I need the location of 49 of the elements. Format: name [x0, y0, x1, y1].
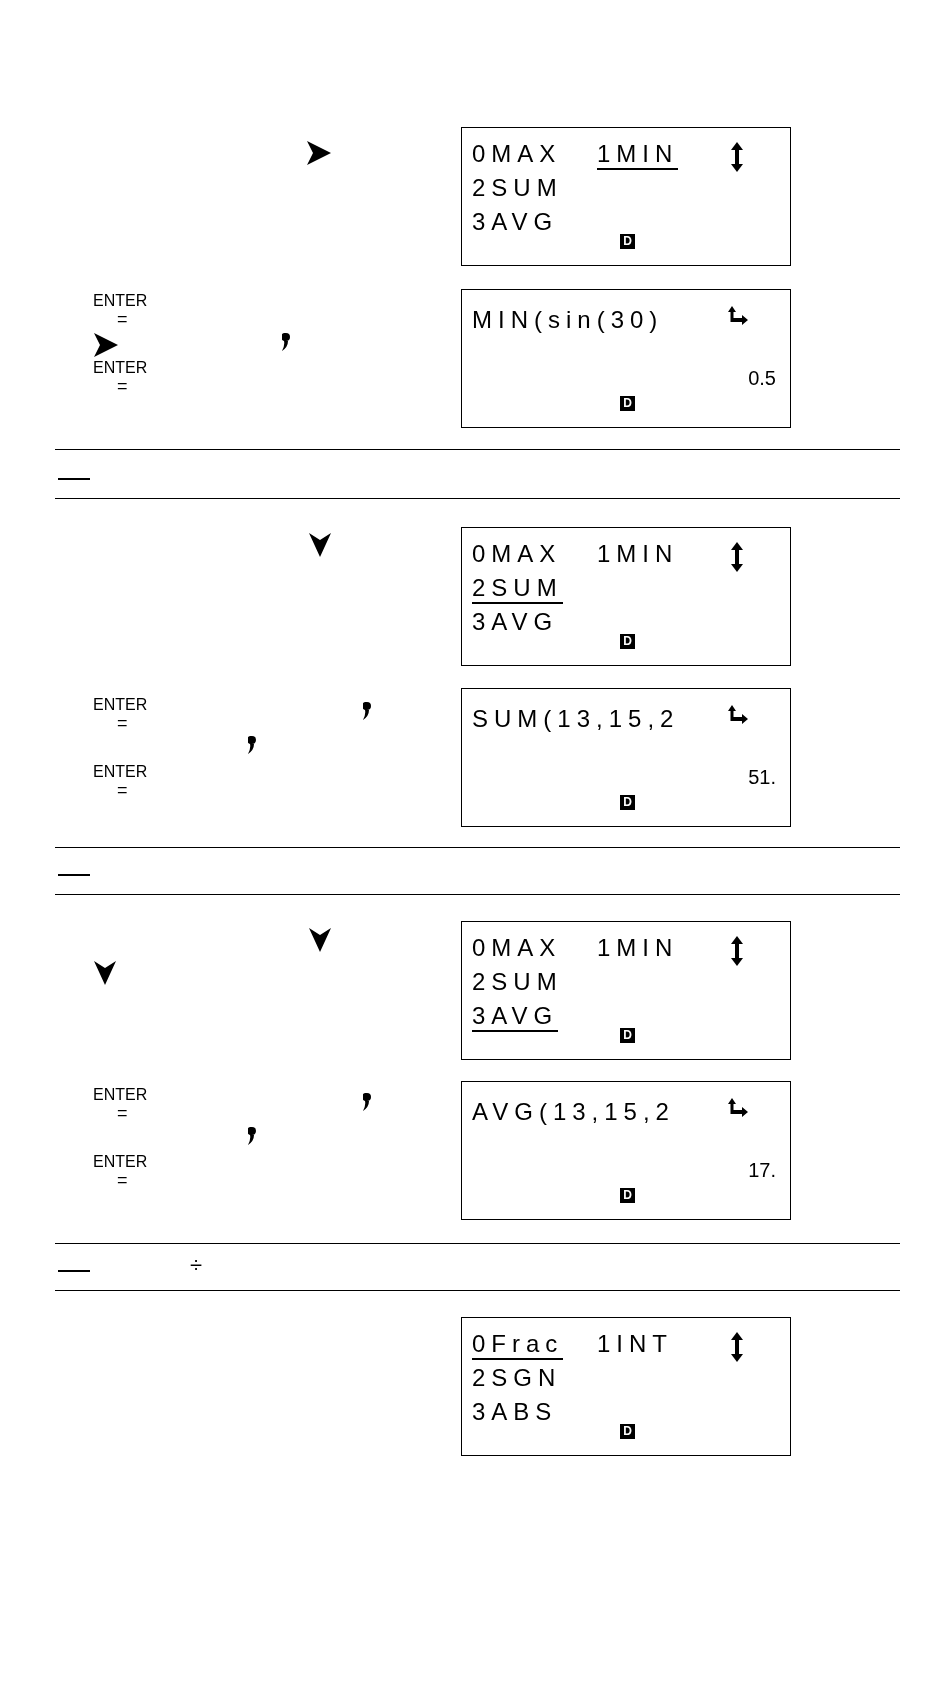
mode-indicator: D [620, 234, 635, 249]
lcd-screen [461, 527, 791, 666]
key-label: ENTER [93, 360, 148, 376]
result-value: 0.5 [748, 366, 776, 390]
expression-text: SUM(13,15,2 [472, 705, 680, 733]
menu-item: 2SUM [472, 968, 563, 996]
key-sublabel: = [117, 714, 128, 732]
menu-item: 0MAX [472, 140, 562, 168]
expression-text: MIN(sin(30) [472, 306, 664, 334]
key-label: ENTER [93, 697, 148, 713]
expression-text: AVG(13,15,2 [472, 1098, 675, 1126]
lcd-screen [461, 127, 791, 266]
menu-item: 2SGN [472, 1364, 562, 1392]
mode-indicator: D [620, 1028, 635, 1043]
lcd-screen [461, 289, 791, 428]
menu-item: 3AVG [472, 208, 559, 236]
result-value: 51. [748, 765, 776, 789]
key-label: ENTER [93, 1154, 148, 1170]
lcd-screen [461, 921, 791, 1060]
menu-item: 0MAX [472, 540, 562, 568]
menu-item: 1MIN [597, 540, 679, 568]
mode-indicator: D [620, 1424, 635, 1439]
result-value: 17. [748, 1158, 776, 1182]
key-sublabel: = [117, 1171, 128, 1189]
mode-indicator: D [620, 396, 635, 411]
menu-item: 1MIN [597, 140, 679, 170]
division-sign: ÷ [190, 1254, 203, 1276]
menu-item: 0MAX [472, 934, 562, 962]
menu-item: 3AVG [472, 1002, 559, 1032]
menu-item: 3ABS [472, 1398, 558, 1426]
key-sublabel: = [117, 1104, 128, 1122]
key-label: ENTER [93, 764, 148, 780]
mode-indicator: D [620, 795, 635, 810]
menu-item: 2SUM [472, 574, 563, 604]
lcd-screen [461, 1317, 791, 1456]
menu-item: 2SUM [472, 174, 563, 202]
menu-item: 1INT [597, 1330, 673, 1358]
key-label: ENTER [93, 293, 148, 309]
menu-item: 3AVG [472, 608, 559, 636]
menu-item: 1MIN [597, 934, 679, 962]
mode-indicator: D [620, 634, 635, 649]
key-label: ENTER [93, 1087, 148, 1103]
mode-indicator: D [620, 1188, 635, 1203]
key-sublabel: = [117, 781, 128, 799]
lcd-screen [461, 688, 791, 827]
key-sublabel: = [117, 310, 128, 328]
menu-item: 0Frac [472, 1330, 564, 1360]
key-sublabel: = [117, 377, 128, 395]
lcd-screen [461, 1081, 791, 1220]
